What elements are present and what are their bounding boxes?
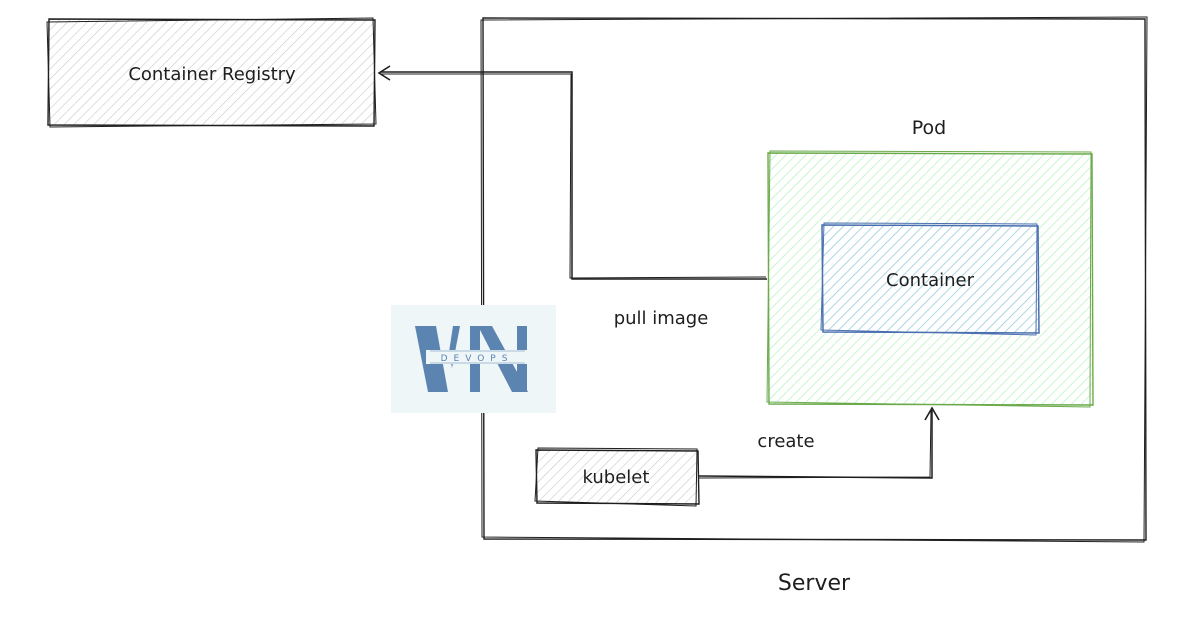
container-registry-label: Container Registry — [128, 64, 296, 85]
container-registry-box: Container Registry — [46, 17, 377, 128]
pod-label: Pod — [912, 117, 946, 139]
kubelet-label: kubelet — [583, 467, 650, 488]
create-arrow — [698, 406, 940, 479]
pull-image-label: pull image — [614, 308, 709, 329]
container-label: Container — [886, 270, 975, 291]
container-box: Container — [820, 222, 1040, 336]
server-label: Server — [778, 571, 851, 596]
arrowhead-icon — [924, 406, 940, 421]
vn-devops-logo: DEVOPS — [391, 305, 556, 413]
kubelet-box: kubelet — [534, 447, 700, 507]
create-label: create — [757, 431, 814, 452]
pull-image-arrow — [377, 65, 767, 280]
arrowhead-icon — [377, 65, 391, 81]
logo-text: DEVOPS — [441, 354, 514, 364]
